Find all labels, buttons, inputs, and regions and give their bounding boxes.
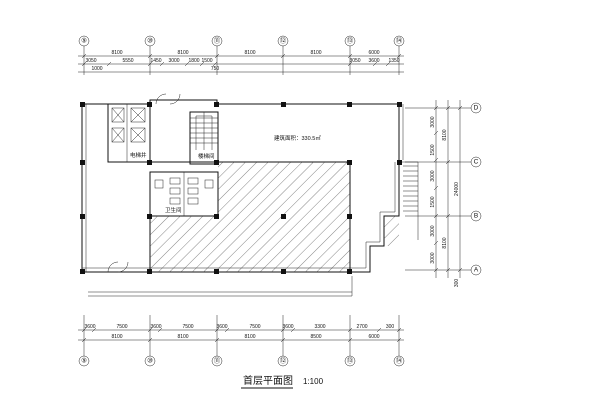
axis-bubble-top-14: ⑭ [393, 35, 405, 47]
dim-text: 3050 [85, 58, 96, 64]
axis-bubble-top-10: ⑩ [144, 35, 156, 47]
dim-text: 6000 [368, 50, 379, 56]
dim-text: 3600 [216, 324, 227, 330]
top-detail-dims: 3050 5550 1450 3000 1800 1500 3050 3600 … [85, 58, 399, 72]
dim-text: 8100 [244, 50, 255, 56]
toilet-label: 卫生间 [165, 206, 182, 214]
dim-text: 3000 [168, 58, 179, 64]
axis-bubble-top-9: ⑨ [78, 35, 90, 47]
dim-text: 3600 [150, 324, 161, 330]
axis-label: A [474, 267, 479, 274]
structural-columns [80, 102, 402, 274]
axis-bubble-top-13: ⑬ [344, 35, 356, 47]
dim-text: 5550 [122, 58, 133, 64]
dim-text: 6000 [368, 334, 379, 340]
dim-text: 3000 [430, 225, 436, 236]
right-axis-bubbles: D C B A [470, 102, 482, 276]
axis-bubble-bottom-13: ⑬ [344, 355, 356, 367]
dim-text: 8100 [442, 129, 448, 140]
dim-text: 8100 [442, 237, 448, 248]
elevator-label: 电梯井 [130, 151, 147, 159]
dim-text: 8100 [310, 50, 321, 56]
dim-text: 8500 [310, 334, 321, 340]
bottom-axis-bubbles: ⑨ ⑩ ⑪ ⑫ ⑬ ⑭ [78, 355, 405, 367]
axis-bubble-bottom-9: ⑨ [78, 355, 90, 367]
dim-text: 3000 [430, 116, 436, 127]
dim-text: 3050 [349, 58, 360, 64]
axis-label: D [474, 105, 479, 112]
axis-label: ⑭ [396, 357, 403, 365]
axis-bubble-top-11: ⑪ [211, 35, 223, 47]
top-overall-dims: 8100 8100 8100 8100 6000 [111, 50, 379, 56]
axis-bubble-bottom-10: ⑩ [144, 355, 156, 367]
dim-text: 3300 [314, 324, 325, 330]
axis-label: C [474, 159, 479, 166]
dim-text: 750 [211, 66, 220, 72]
axis-label: ⑩ [147, 37, 153, 45]
dim-text: 7500 [182, 324, 193, 330]
dim-text: 7500 [116, 324, 127, 330]
bottom-overall-dims: 8100 8100 8100 8500 6000 [111, 334, 379, 340]
dim-text: 1500 [430, 196, 436, 207]
hatched-area-west [150, 216, 218, 272]
dim-text: 1000 [91, 66, 102, 72]
dim-text: 8100 [177, 50, 188, 56]
dim-text: 3600 [84, 324, 95, 330]
right-dimension-lines [405, 100, 471, 278]
axis-bubble-bottom-14: ⑭ [393, 355, 405, 367]
axis-label: ⑬ [347, 37, 354, 45]
axis-label: ⑫ [280, 37, 287, 45]
axis-label: ⑨ [81, 357, 87, 365]
axis-label: ⑪ [214, 357, 221, 365]
axis-label: ⑬ [347, 357, 354, 365]
drawing-title-block: 首层平面图 1:100 [241, 374, 324, 389]
dim-text: 2700 [356, 324, 367, 330]
stair-label: 楼梯间 [198, 152, 215, 160]
axis-label: B [474, 213, 478, 220]
axis-bubble-bottom-11: ⑪ [211, 355, 223, 367]
drawing-title: 首层平面图 [243, 374, 293, 387]
bottom-detail-dims: 3600 7500 3600 7500 3600 7500 3600 3300 … [84, 324, 394, 330]
dim-text: 3600 [368, 58, 379, 64]
hatched-area-annex [384, 216, 399, 246]
right-dims: 3000 1500 3000 1500 3000 3000 8100 24000… [430, 116, 460, 287]
dim-text: 300 [454, 279, 460, 288]
axis-label: ⑭ [396, 37, 403, 45]
axis-bubble-right-A: A [470, 264, 482, 276]
dim-text: 8100 [177, 334, 188, 340]
dim-text: 300 [386, 324, 395, 330]
top-dimension-lines [78, 46, 404, 75]
dim-text: 3000 [430, 170, 436, 181]
axis-label: ⑫ [280, 357, 287, 365]
dim-text: 8100 [111, 50, 122, 56]
axis-bubble-top-12: ⑫ [277, 35, 289, 47]
drawing-scale: 1:100 [303, 377, 324, 386]
axis-bubble-right-D: D [470, 102, 482, 114]
dim-text: 1500 [201, 58, 212, 64]
dim-text: 8100 [111, 334, 122, 340]
dim-text: 3000 [430, 252, 436, 263]
axis-label: ⑪ [214, 37, 221, 45]
dim-text: 1500 [430, 144, 436, 155]
dim-text: 3600 [282, 324, 293, 330]
axis-label: ⑨ [81, 37, 87, 45]
dim-text: 7500 [249, 324, 260, 330]
bottom-dimension-lines [78, 315, 404, 356]
dim-text: 1450 [150, 58, 161, 64]
axis-label: ⑩ [147, 357, 153, 365]
dim-text: 1350 [388, 58, 399, 64]
top-axis-bubbles: ⑨ ⑩ ⑪ ⑫ ⑬ ⑭ [78, 35, 405, 47]
axis-bubble-right-C: C [470, 156, 482, 168]
axis-bubble-right-B: B [470, 210, 482, 222]
area-label: 建筑面积：330.5㎡ [274, 134, 321, 142]
axis-bubble-bottom-12: ⑫ [277, 355, 289, 367]
dim-text: 24000 [454, 182, 460, 196]
dim-text: 1800 [188, 58, 199, 64]
dim-text: 8100 [244, 334, 255, 340]
